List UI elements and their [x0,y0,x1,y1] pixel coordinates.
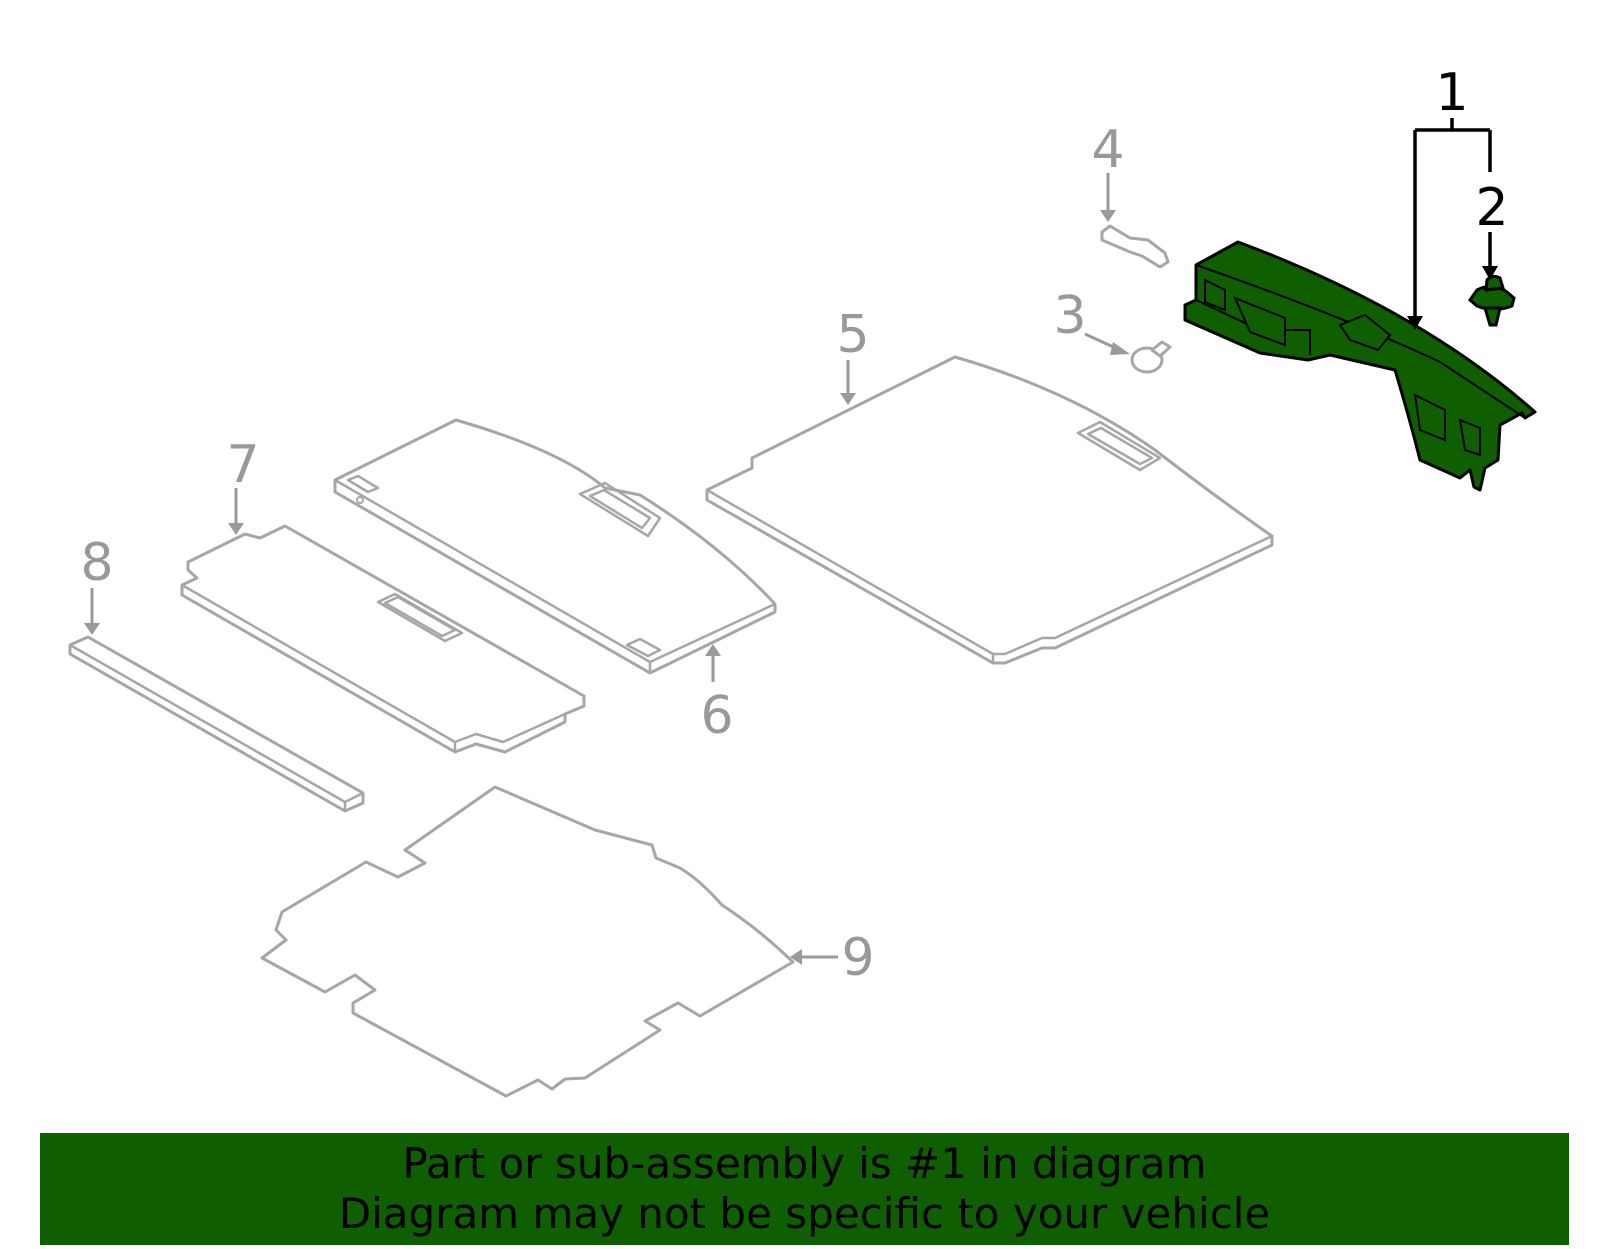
part-3-push-pin[interactable] [1130,340,1172,374]
part-7-floor-board[interactable] [180,524,586,754]
part-1-trim-panel[interactable] [1183,240,1537,492]
callout-3: 3 [1053,286,1086,346]
callout-1: 1 [1435,63,1468,123]
part-6-cargo-board[interactable] [333,418,777,675]
leader-lines [84,118,1498,965]
part-4-clip[interactable] [1100,224,1170,269]
part-9-floor-mat[interactable] [260,785,795,1098]
callout-2: 2 [1475,178,1508,238]
banner-line-1: Part or sub-assembly is #1 in diagram [402,1139,1207,1188]
callout-4: 4 [1091,120,1124,180]
callout-5: 5 [836,305,869,365]
part-5-cargo-floor-panel[interactable] [705,355,1274,665]
info-banner: Part or sub-assembly is #1 in diagram Di… [40,1133,1569,1245]
banner-line-2: Diagram may not be specific to your vehi… [338,1189,1271,1238]
callout-8: 8 [80,533,113,593]
callout-9: 9 [841,928,874,988]
callout-6: 6 [700,686,733,746]
part-2-fastener[interactable] [1467,274,1516,327]
part-8-trim-strip[interactable] [68,635,365,813]
callout-7: 7 [226,435,259,495]
